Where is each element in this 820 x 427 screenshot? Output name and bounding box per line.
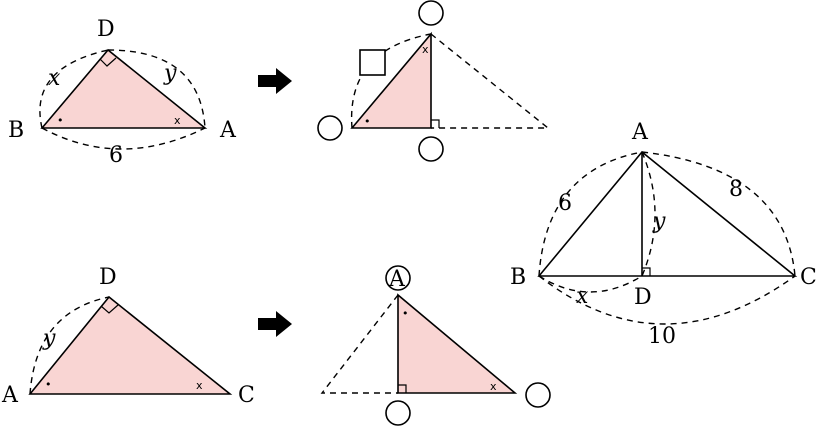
triangle-adc-fill (28, 295, 233, 395)
dashed-ghost-triangle (430, 33, 550, 129)
vertex-label-c: C (238, 383, 255, 408)
answer-box-square (359, 49, 386, 76)
vertex-label-b: B (510, 265, 526, 290)
side-label-10: 10 (648, 324, 676, 349)
triangle-abc-outline (537, 150, 798, 277)
angle-mark-x: x (196, 379, 203, 392)
triangle-bda: D B A x y 6 • x (8, 17, 237, 168)
arrow-right-icon (258, 311, 292, 337)
big-triangle-abc: A B C D 6 8 y x 10 (510, 120, 817, 349)
vertex-label-d: D (99, 265, 117, 290)
answer-circle-left (317, 115, 343, 141)
dashed-arc-ad (641, 151, 656, 277)
dashed-arc-bc (538, 275, 796, 325)
side-label-6: 6 (109, 143, 123, 168)
vertex-label-c: C (800, 265, 817, 290)
angle-mark-x: x (490, 380, 497, 393)
right-angle-mark-d (99, 57, 117, 67)
dashed-arc-da (107, 49, 206, 129)
right-angle-mark-d (100, 304, 119, 314)
dashed-arc-bd (538, 275, 643, 293)
triangle-rearranged-top: x • (317, 0, 550, 162)
dashed-arc-bd (39, 49, 109, 129)
answer-circle-right (525, 382, 551, 408)
side-label-8: 8 (729, 177, 743, 202)
vertex-label-d: D (634, 285, 652, 310)
triangle-bottom-fill (397, 293, 518, 394)
angle-mark-dot: • (364, 115, 371, 128)
side-label-x: x (48, 66, 61, 91)
right-angle-mark-d (642, 267, 651, 276)
side-label-y: y (163, 61, 177, 86)
arrow-right-icon (258, 68, 292, 94)
vertex-label-a: A (219, 118, 237, 143)
triangle-top-fill (350, 31, 432, 129)
angle-mark-dot: • (402, 307, 409, 320)
angle-mark-dot: • (45, 378, 52, 391)
vertex-label-a: A (631, 120, 649, 145)
vertex-label-d: D (97, 17, 115, 42)
side-label-6: 6 (558, 191, 572, 216)
answer-circle-top (418, 0, 444, 26)
side-label-x: x (576, 284, 589, 309)
circled-vertex-a (385, 265, 411, 291)
dashed-arc-ad (29, 296, 110, 395)
side-label-y: y (42, 326, 56, 351)
side-label-y: y (652, 209, 666, 234)
angle-mark-dot: • (57, 114, 64, 127)
dashed-arc-ba (41, 127, 206, 150)
triangle-rearranged-bottom: A • x (320, 265, 551, 426)
angle-mark-x: x (174, 114, 181, 127)
triangle-bda-fill (40, 48, 208, 129)
circled-vertex-label: A (388, 267, 406, 292)
dashed-ghost-triangle (320, 294, 399, 394)
right-angle-mark (398, 384, 407, 393)
dashed-arc-ab (538, 151, 643, 277)
right-angle-mark (431, 119, 440, 128)
vertex-label-a: A (1, 383, 19, 408)
angle-mark-x: x (422, 43, 429, 56)
triangle-adc: D A C y • x (1, 265, 255, 408)
answer-circle-bottom (418, 136, 444, 162)
dashed-arc-ac (641, 151, 796, 277)
vertex-label-b: B (8, 118, 24, 143)
answer-circle-bottom (385, 400, 411, 426)
